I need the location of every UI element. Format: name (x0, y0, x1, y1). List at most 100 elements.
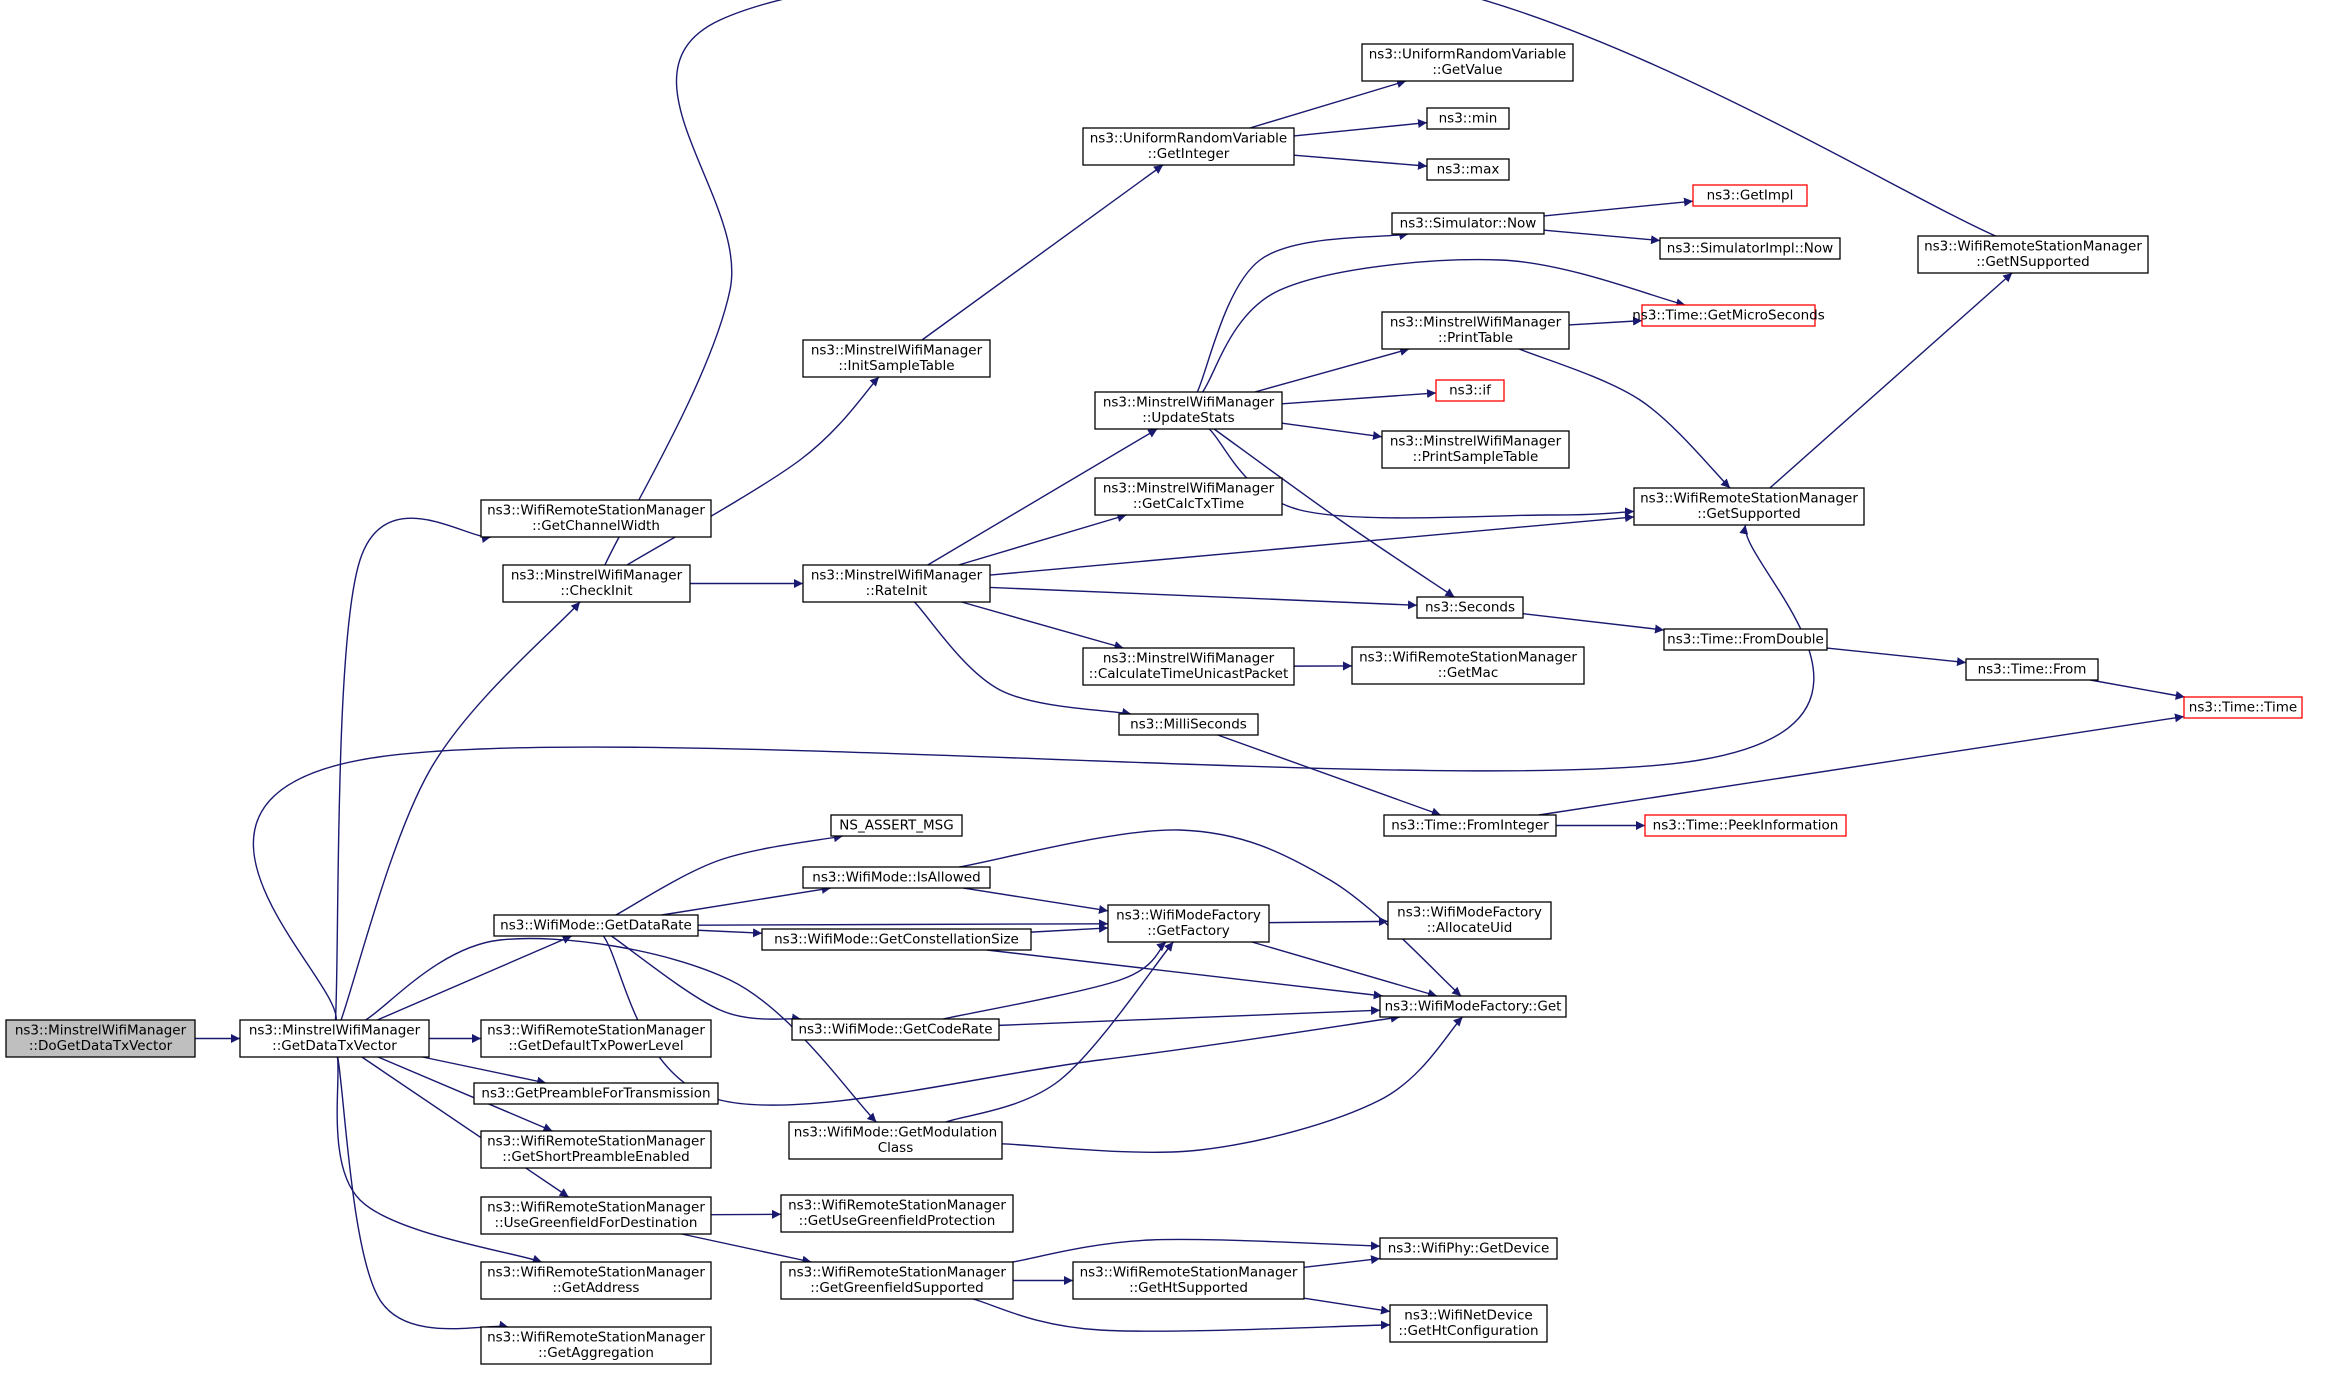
node-label-line: ::UseGreenfieldForDestination (495, 1215, 698, 1231)
node-gcs[interactable]: ns3::WifiMode::GetConstellationSize (761, 928, 1032, 951)
node-box (1072, 1261, 1305, 1300)
edge-gdtv-to-ci (340, 601, 581, 1021)
node-label-line: NS_ASSERT_MSG (839, 817, 953, 833)
node-wmf_gf[interactable]: ns3::WifiModeFactory::GetFactory (1107, 904, 1270, 943)
node-box (1426, 107, 1510, 130)
edge-ci-to-gns (604, 0, 2044, 566)
node-gaggr[interactable]: ns3::WifiRemoteStationManager::GetAggreg… (480, 1326, 712, 1365)
node-nam[interactable]: NS_ASSERT_MSG (830, 814, 963, 837)
node-pt[interactable]: ns3::MinstrelWifiManager::PrintTable (1381, 311, 1570, 350)
node-box (780, 1261, 1014, 1300)
node-simpl_now[interactable]: ns3::SimulatorImpl::Now (1659, 237, 1841, 260)
node-box (1094, 391, 1283, 430)
node-min[interactable]: ns3::min (1426, 107, 1510, 130)
node-wmf_get[interactable]: ns3::WifiModeFactory::Get (1379, 995, 1567, 1018)
node-box (802, 339, 991, 378)
node-box (780, 1194, 1014, 1233)
node-gaddr[interactable]: ns3::WifiRemoteStationManager::GetAddres… (480, 1261, 712, 1300)
node-box (830, 814, 963, 837)
node-gdtpl[interactable]: ns3::WifiRemoteStationManager::GetDefaul… (480, 1019, 712, 1058)
node-gspe[interactable]: ns3::WifiRemoteStationManager::GetShortP… (480, 1130, 712, 1169)
node-label-line: ns3::Time::GetMicroSeconds (1632, 307, 1825, 323)
edge-gdtv-to-gpft (422, 1056, 547, 1086)
node-ugfd[interactable]: ns3::WifiRemoteStationManager::UseGreenf… (480, 1196, 712, 1235)
node-snow[interactable]: ns3::Simulator::Now (1391, 212, 1545, 235)
edge-pt-to-gms (1568, 316, 1643, 326)
node-ri[interactable]: ns3::MinstrelWifiManager::RateInit (802, 564, 991, 603)
node-ist[interactable]: ns3::MinstrelWifiManager::InitSampleTabl… (802, 339, 991, 378)
node-label-line: ns3::GetImpl (1707, 187, 1794, 203)
edge-gdtv-to-gsup (252, 524, 1815, 1021)
node-urv_gi[interactable]: ns3::UniformRandomVariable::GetInteger (1082, 127, 1295, 166)
edge-gsup-to-gns (1769, 272, 2013, 489)
node-gctt[interactable]: ns3::MinstrelWifiManager::GetCalcTxTime (1094, 477, 1283, 516)
node-box (1094, 477, 1283, 516)
node-max[interactable]: ns3::max (1426, 158, 1510, 181)
node-pst[interactable]: ns3::MinstrelWifiManager::PrintSampleTab… (1381, 430, 1570, 469)
node-ggs[interactable]: ns3::WifiRemoteStationManager::GetGreenf… (780, 1261, 1014, 1300)
node-box (1351, 646, 1585, 685)
node-label-line: ns3::WifiModeFactory::Get (1385, 998, 1562, 1014)
node-label-line: ::GetShortPreambleEnabled (502, 1149, 689, 1165)
node-gpft[interactable]: ns3::GetPreambleForTransmission (473, 1082, 719, 1105)
edge-ri-to-gctt (958, 513, 1127, 566)
node-ttime[interactable]: ns3::Time::Time (2183, 696, 2303, 719)
node-box (480, 499, 712, 538)
node-label-line: ::InitSampleTable (838, 358, 954, 374)
node-root[interactable]: ns3::MinstrelWifiManager::DoGetDataTxVec… (5, 1019, 196, 1058)
node-gns[interactable]: ns3::WifiRemoteStationManager::GetNSuppo… (1917, 235, 2149, 274)
node-gdr[interactable]: ns3::WifiMode::GetDataRate (493, 914, 699, 937)
node-ghs[interactable]: ns3::WifiRemoteStationManager::GetHtSupp… (1072, 1261, 1305, 1300)
node-label-line: ns3::Simulator::Now (1400, 215, 1537, 231)
edge-urv_gi-to-urv_gv (1249, 79, 1407, 129)
node-box (802, 564, 991, 603)
node-tfrom[interactable]: ns3::Time::From (1965, 658, 2099, 681)
edge-gdtv-to-gcw (334, 517, 491, 1021)
node-sec[interactable]: ns3::Seconds (1416, 596, 1524, 619)
node-wnd_ghc[interactable]: ns3::WifiNetDevice::GetHtConfiguration (1389, 1304, 1548, 1343)
node-ms[interactable]: ns3::MilliSeconds (1118, 713, 1259, 736)
node-ia[interactable]: ns3::WifiMode::IsAllowed (802, 866, 991, 889)
node-fi[interactable]: ns3::Time::FromInteger (1383, 814, 1557, 837)
node-label-line: ns3::WifiMode::GetDataRate (500, 917, 692, 933)
node-gmac[interactable]: ns3::WifiRemoteStationManager::GetMac (1351, 646, 1585, 685)
node-label-line: ::GetHtSupported (1129, 1280, 1248, 1296)
node-ci[interactable]: ns3::MinstrelWifiManager::CheckInit (502, 564, 691, 603)
node-gsup[interactable]: ns3::WifiRemoteStationManager::GetSuppor… (1633, 487, 1865, 526)
edge-gdr-to-gcr (611, 935, 802, 1023)
node-if[interactable]: ns3::if (1435, 379, 1505, 402)
node-urv_gv[interactable]: ns3::UniformRandomVariable::GetValue (1361, 43, 1574, 82)
node-gcr[interactable]: ns3::WifiMode::GetCodeRate (791, 1018, 1000, 1041)
node-gcw[interactable]: ns3::WifiRemoteStationManager::GetChanne… (480, 499, 712, 538)
edge-gdtv-to-gaggr (337, 1056, 509, 1330)
edge-ia-to-wmf_gf (963, 887, 1109, 914)
edge-ri-to-gsup (989, 513, 1635, 576)
node-pi[interactable]: ns3::Time::PeekInformation (1644, 814, 1847, 837)
edge-ri-to-sec (989, 586, 1418, 610)
node-us[interactable]: ns3::MinstrelWifiManager::UpdateStats (1094, 391, 1283, 430)
node-gugp[interactable]: ns3::WifiRemoteStationManager::GetUseGre… (780, 1194, 1014, 1233)
edge-gdtv-to-gdr (377, 935, 572, 1021)
edge-gmc-to-wmf_gf (945, 941, 1174, 1123)
node-gimpl[interactable]: ns3::GetImpl (1692, 184, 1808, 207)
node-box (1659, 237, 1841, 260)
edge-layer (195, 0, 2185, 1332)
node-ctup[interactable]: ns3::MinstrelWifiManager::CalculateTimeU… (1082, 647, 1295, 686)
edge-gdtv-to-gspe (377, 1056, 553, 1132)
node-fd[interactable]: ns3::Time::FromDouble (1663, 628, 1828, 651)
edge-wmf_gf-to-au (1268, 916, 1389, 926)
node-gdtv[interactable]: ns3::MinstrelWifiManager::GetDataTxVecto… (239, 1019, 430, 1058)
edge-gdr-to-wmf_gf (697, 919, 1109, 929)
node-label-line: ns3::Seconds (1425, 599, 1515, 615)
node-box (1391, 212, 1545, 235)
edge-fd-to-tfrom (1826, 647, 1967, 667)
node-box (802, 866, 991, 889)
node-label-line: ::RateInit (866, 583, 928, 599)
node-wp_gd[interactable]: ns3::WifiPhy::GetDevice (1379, 1237, 1558, 1260)
node-label-line: ::AllocateUid (1427, 920, 1513, 936)
node-gms[interactable]: ns3::Time::GetMicroSeconds (1632, 304, 1825, 327)
node-box (480, 1326, 712, 1365)
node-label-line: ::GetMac (1438, 665, 1499, 681)
node-au[interactable]: ns3::WifiModeFactory::AllocateUid (1387, 901, 1552, 940)
